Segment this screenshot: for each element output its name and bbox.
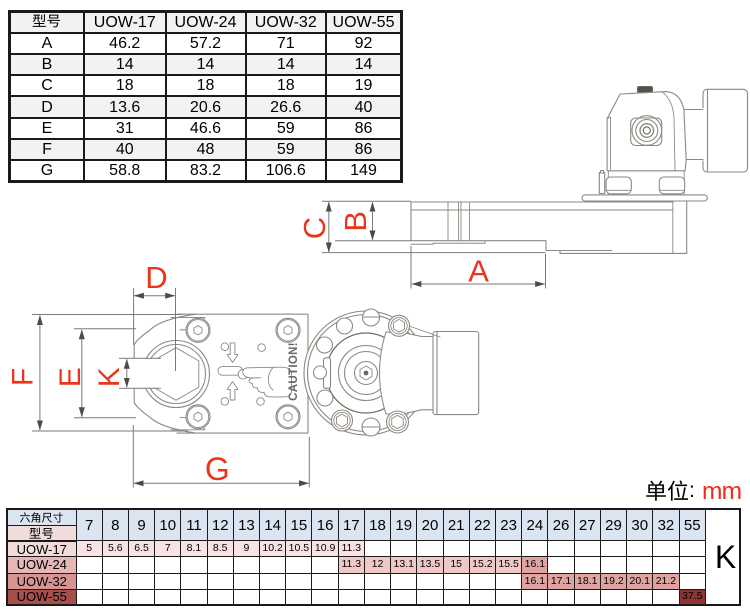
- svg-text:A: A: [468, 254, 489, 289]
- svg-text:D: D: [145, 260, 167, 295]
- svg-text::: :: [689, 479, 695, 502]
- svg-text:C: C: [297, 217, 332, 239]
- svg-text:E: E: [54, 367, 87, 387]
- svg-text:B: B: [338, 211, 373, 232]
- svg-text:mm: mm: [702, 478, 742, 505]
- svg-text:G: G: [205, 451, 230, 487]
- svg-text:CAUTION!: CAUTION!: [288, 342, 300, 401]
- svg-text:K: K: [93, 367, 126, 387]
- svg-text:F: F: [7, 368, 40, 386]
